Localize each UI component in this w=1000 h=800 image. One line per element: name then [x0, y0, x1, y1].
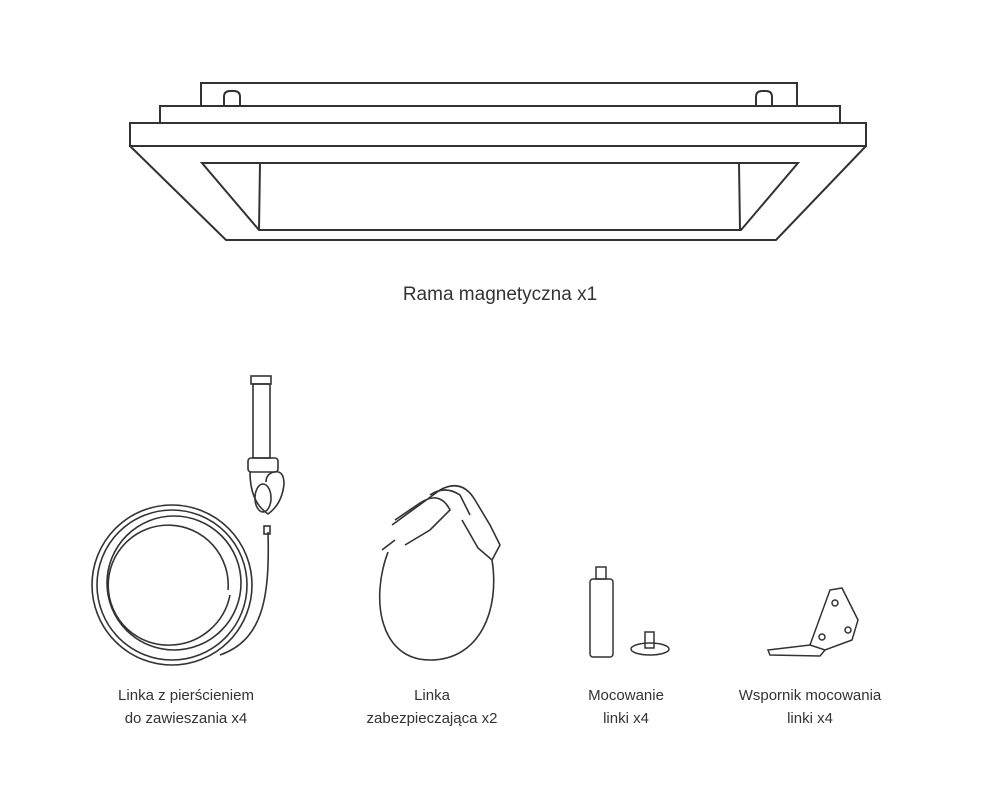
part-label-line1: Linka z pierścieniem	[118, 687, 254, 704]
magnetic-frame-drawing	[129, 82, 867, 241]
part-label-safety-cable: Linka zabezpieczająca x2	[367, 684, 498, 730]
part-label-line2: linki x4	[787, 710, 833, 727]
safety-cable-drawing	[378, 484, 501, 661]
frame-title: Rama magnetyczna x1	[402, 284, 598, 305]
part-label-line2: zabezpieczająca x2	[366, 710, 498, 727]
cable-mount-drawing	[589, 566, 670, 658]
cable-bracket-drawing	[766, 587, 859, 657]
part-label-cable-bracket: Wspornik mocowania linki x4	[739, 684, 882, 730]
part-label-cable-mount: Mocowanie linki x4	[588, 684, 664, 730]
part-label-line1: Wspornik mocowania	[738, 687, 882, 704]
part-label-line2: linki x4	[603, 710, 649, 727]
suspension-cable-drawing	[91, 375, 285, 666]
part-label-line1: Linka	[414, 687, 450, 704]
part-label-suspension-cable: Linka z pierścieniem do zawieszania x4	[118, 684, 254, 730]
part-label-line1: Mocowanie	[588, 687, 664, 704]
part-label-line2: do zawieszania x4	[124, 710, 248, 727]
